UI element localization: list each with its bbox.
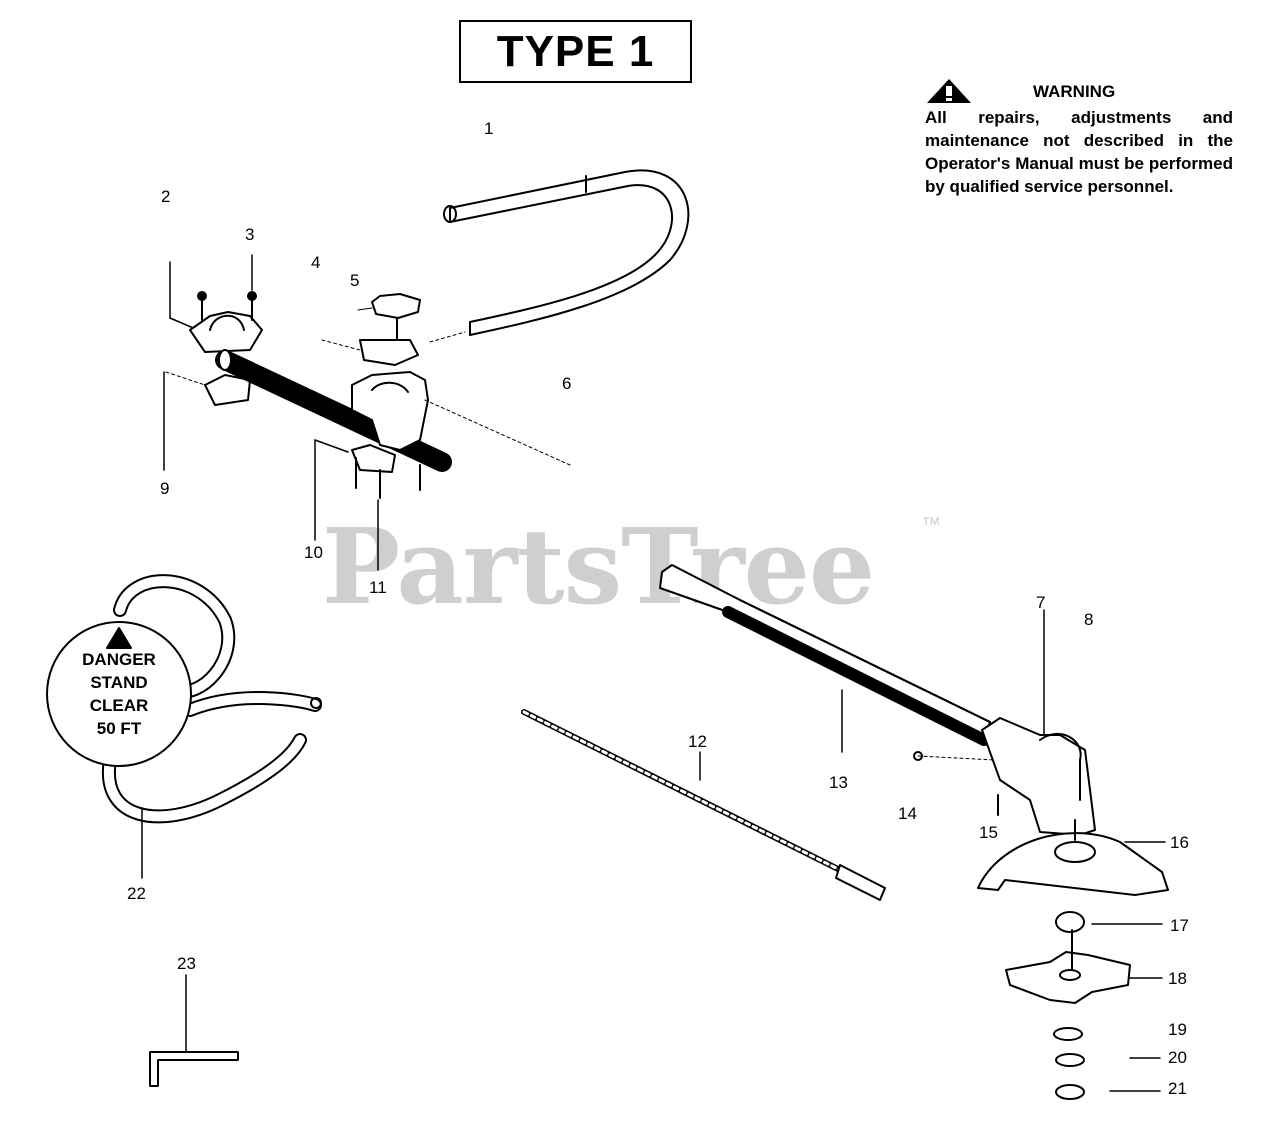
watermark-trademark: ™ xyxy=(921,514,941,536)
callout-1: 1 xyxy=(484,119,494,138)
callout-16: 16 xyxy=(1170,833,1189,852)
diagram-title: TYPE 1 xyxy=(459,20,692,83)
callout-21: 21 xyxy=(1168,1079,1187,1098)
callout-12: 12 xyxy=(688,732,707,751)
callout-22: 22 xyxy=(127,884,146,903)
callout-6: 6 xyxy=(562,374,572,393)
decal-line: CLEAR xyxy=(89,696,149,715)
hex-key-part xyxy=(149,974,239,1087)
warning-heading: WARNING xyxy=(1033,81,1116,101)
callout-11: 11 xyxy=(369,578,387,597)
warning-notice: WARNING All repairs, adjustments and mai… xyxy=(925,76,1233,198)
callout-5: 5 xyxy=(350,271,360,290)
callout-10: 10 xyxy=(304,543,323,562)
shield-guard-part xyxy=(977,819,1169,896)
clamp-bracket-part xyxy=(169,254,263,353)
callout-2: 2 xyxy=(161,187,171,206)
callout-20: 20 xyxy=(1168,1048,1187,1067)
handle-bracket-part xyxy=(314,371,571,571)
danger-decal-text: DANGER STAND CLEAR 50 FT xyxy=(49,648,189,740)
main-tube-part xyxy=(659,564,991,753)
callout-7: 7 xyxy=(1036,593,1046,612)
callout-14: 14 xyxy=(898,804,917,823)
warning-body: All repairs, adjustments and maintenance… xyxy=(925,108,1233,196)
washer-parts xyxy=(1053,1027,1161,1100)
warning-icon xyxy=(927,79,971,103)
callout-9: 9 xyxy=(160,479,170,498)
blade-part xyxy=(1005,929,1163,1004)
callout-17: 17 xyxy=(1170,916,1189,935)
callout-15: 15 xyxy=(979,823,998,842)
decal-line: STAND xyxy=(90,673,148,692)
callout-13: 13 xyxy=(829,773,848,792)
harness-strap-part xyxy=(46,574,322,879)
callout-4: 4 xyxy=(311,253,321,272)
loop-handle-part xyxy=(429,169,690,343)
callout-3: 3 xyxy=(245,225,255,244)
callout-19: 19 xyxy=(1168,1020,1187,1039)
callout-23: 23 xyxy=(177,954,196,973)
lower-clamp-part xyxy=(163,371,251,471)
warning-header: WARNING xyxy=(925,76,1233,106)
watermark: PartsTree xyxy=(322,505,875,628)
decal-line: 50 FT xyxy=(96,719,142,738)
drive-shaft-part xyxy=(521,709,886,901)
knob-part xyxy=(321,293,421,366)
callout-18: 18 xyxy=(1168,969,1187,988)
gear-head-part xyxy=(913,609,1096,836)
callout-8: 8 xyxy=(1084,610,1094,629)
nut-part xyxy=(1055,911,1163,933)
decal-line: DANGER xyxy=(82,650,156,669)
